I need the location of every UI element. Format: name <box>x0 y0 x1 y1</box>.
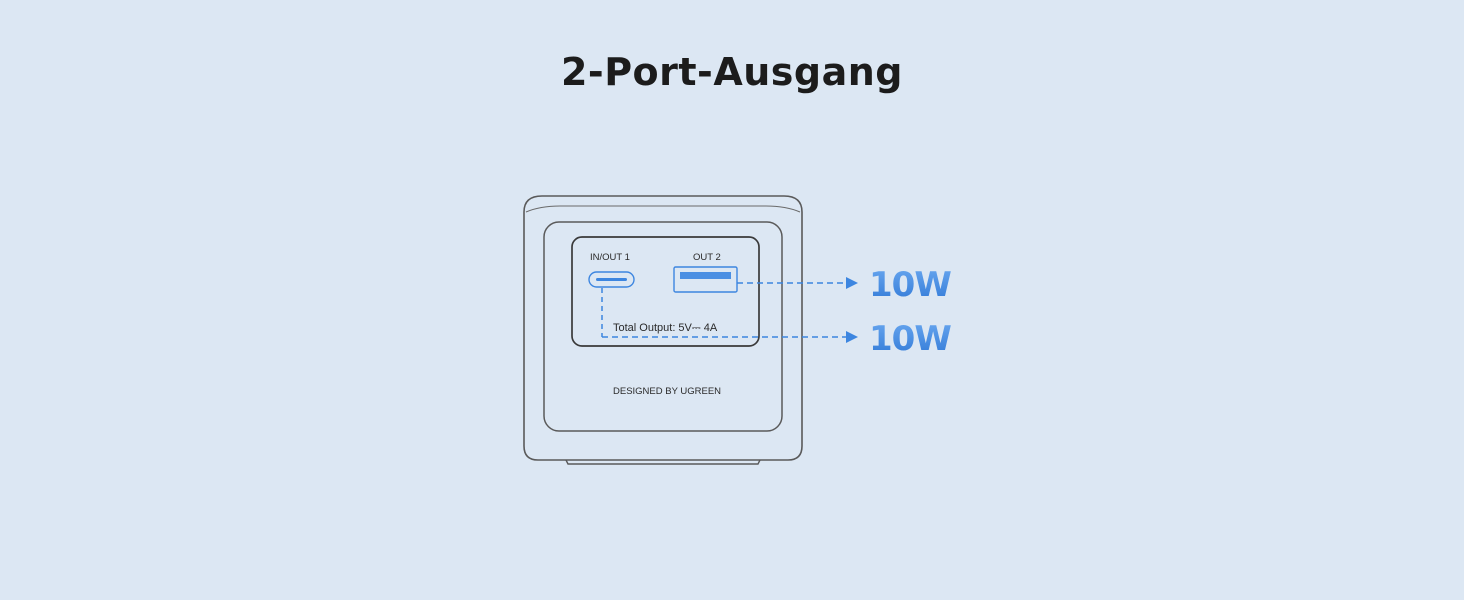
front-panel <box>543 221 783 432</box>
port1-power-label: 10W <box>869 319 951 359</box>
port2-output-arrow <box>737 277 858 289</box>
port1-label: IN/OUT 1 <box>590 252 630 263</box>
port2-label: OUT 2 <box>693 252 721 263</box>
usb-c-port-icon <box>588 271 635 288</box>
total-output-label: Total Output: 5V⎓ 4A <box>613 322 718 334</box>
usb-a-port-icon <box>673 266 738 293</box>
port1-output-arrow <box>601 288 858 343</box>
port2-power-label: 10W <box>869 265 951 305</box>
charger-top-rim <box>525 205 801 213</box>
brand-label: DESIGNED BY UGREEN <box>613 386 721 397</box>
port-window <box>571 236 760 347</box>
page-title: 2-Port-Ausgang <box>560 50 904 94</box>
charger-foot <box>565 459 761 465</box>
charger-body <box>523 195 803 461</box>
